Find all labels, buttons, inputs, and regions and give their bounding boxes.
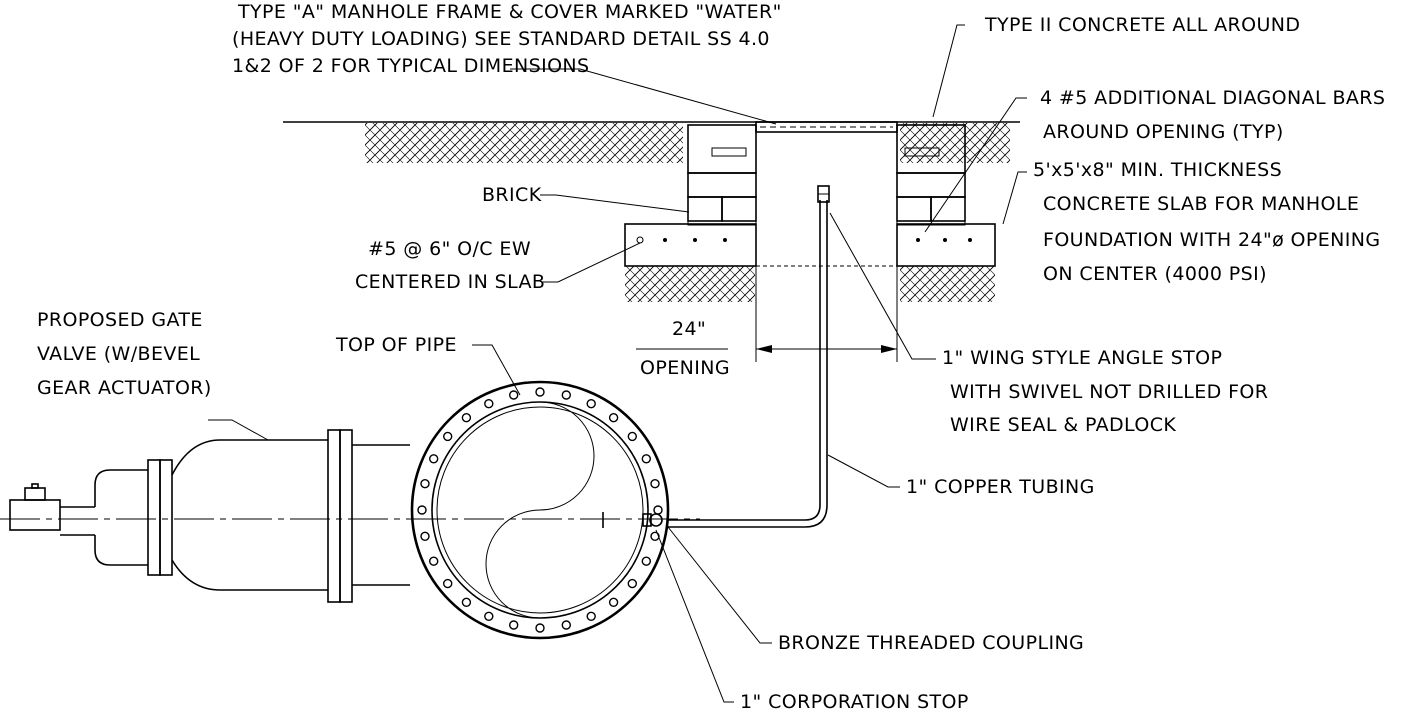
bolt-hole xyxy=(509,390,519,400)
bolt-hole xyxy=(509,620,519,630)
bolt-hole xyxy=(561,620,571,630)
flange-bolt-holes xyxy=(417,387,663,633)
label-slab-2: CONCRETE SLAB FOR MANHOLE xyxy=(1043,193,1359,215)
bolt-hole xyxy=(443,431,453,442)
label-angle-stop-2: WITH SWIVEL NOT DRILLED FOR xyxy=(950,381,1268,403)
label-bronze-coupling: BRONZE THREADED COUPLING xyxy=(778,632,1084,654)
bolt-hole xyxy=(653,505,663,515)
leader-lines xyxy=(208,24,1027,703)
label-brick: BRICK xyxy=(482,184,542,206)
bolt-hole xyxy=(484,399,494,409)
bolt-hole xyxy=(608,413,619,423)
bolt-hole xyxy=(586,611,596,621)
label-opening: OPENING xyxy=(640,357,730,379)
bolt-hole xyxy=(417,505,427,515)
label-slab-4: ON CENTER (4000 PSI) xyxy=(1043,263,1267,285)
manhole-frame-cover xyxy=(755,121,898,133)
label-slab-1: 5'x5'x8" MIN. THICKNESS xyxy=(1033,159,1282,181)
label-valve-2: VALVE (W/BEVEL xyxy=(37,343,200,365)
bolt-hole xyxy=(535,623,545,633)
labels: TYPE "A" MANHOLE FRAME & COVER MARKED "W… xyxy=(37,1,1385,713)
bolt-hole xyxy=(608,597,619,607)
bolt-hole xyxy=(443,578,453,589)
bolt-hole xyxy=(627,431,637,442)
label-valve-3: GEAR ACTUATOR) xyxy=(37,377,212,399)
label-valve-1: PROPOSED GATE xyxy=(37,309,203,331)
bolt-hole xyxy=(420,479,430,489)
label-concrete: TYPE II CONCRETE ALL AROUND xyxy=(984,14,1300,36)
label-angle-stop-1: 1" WING STYLE ANGLE STOP xyxy=(942,347,1222,369)
bolt-hole xyxy=(429,454,439,464)
label-bars-1: 4 #5 ADDITIONAL DIAGONAL BARS xyxy=(1040,87,1385,109)
bolt-hole xyxy=(561,390,571,400)
soil-hatch xyxy=(365,123,1010,302)
label-frame-cover-2: (HEAVY DUTY LOADING) SEE STANDARD DETAIL… xyxy=(232,28,770,50)
bolt-hole xyxy=(461,413,472,423)
bolt-hole xyxy=(535,387,545,397)
label-angle-stop-3: WIRE SEAL & PADLOCK xyxy=(950,414,1176,436)
label-rebar-1: #5 @ 6" O/C EW xyxy=(368,238,531,260)
gate-valve xyxy=(9,429,410,603)
opening-dimension xyxy=(636,345,897,353)
pipe-flange xyxy=(410,380,670,640)
label-slab-3: FOUNDATION WITH 24"ø OPENING xyxy=(1043,229,1381,251)
manhole-left-wall xyxy=(687,124,757,226)
label-top-of-pipe: TOP OF PIPE xyxy=(335,334,457,356)
label-opening-dimension: 24" xyxy=(672,318,706,340)
label-corporation-stop: 1" CORPORATION STOP xyxy=(740,691,969,713)
bolt-hole xyxy=(641,454,651,464)
manhole-right-wall xyxy=(896,124,966,226)
bolt-hole xyxy=(420,531,430,541)
bolt-hole xyxy=(429,556,439,566)
bolt-hole xyxy=(461,597,472,607)
label-rebar-2: CENTERED IN SLAB xyxy=(355,271,545,293)
bolt-hole xyxy=(627,578,637,589)
label-frame-cover-3: 1&2 OF 2 FOR TYPICAL DIMENSIONS xyxy=(232,55,590,77)
label-copper-tubing: 1" COPPER TUBING xyxy=(906,476,1095,498)
bolt-hole xyxy=(484,611,494,621)
label-bars-2: AROUND OPENING (TYP) xyxy=(1043,121,1284,143)
copper-tubing xyxy=(668,185,830,528)
bolt-hole xyxy=(650,479,660,489)
bolt-hole xyxy=(586,399,596,409)
label-frame-cover-1: TYPE "A" MANHOLE FRAME & COVER MARKED "W… xyxy=(237,1,782,23)
bolt-hole xyxy=(641,556,651,566)
